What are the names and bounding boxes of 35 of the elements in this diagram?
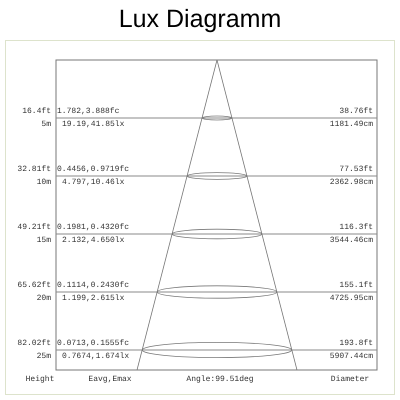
diameter-cm: 2362.98cm <box>330 178 373 188</box>
height-m: 20m <box>36 294 51 304</box>
diameter-ft: 116.3ft <box>339 223 373 233</box>
illuminance-fc: 1.782,3.888fc <box>57 107 120 117</box>
height-m: 15m <box>36 236 51 246</box>
illuminance-lx: 4.797,10.46lx <box>62 178 124 188</box>
illuminance-lx: 0.7674,1.674lx <box>62 352 130 362</box>
illuminance-lx: 19.19,41.85lx <box>62 120 124 130</box>
diameter-cm: 4725.95cm <box>330 294 373 304</box>
illuminance-fc: 0.0713,0.1555fc <box>57 339 130 349</box>
illuminance-fc: 0.1981,0.4320fc <box>57 223 130 233</box>
column-heading: Height <box>24 375 56 385</box>
illuminance-lx: 1.199,2.615lx <box>62 294 124 304</box>
height-ft: 49.21ft <box>17 223 51 233</box>
height-m: 25m <box>36 352 51 362</box>
illuminance-lx: 2.132,4.650lx <box>62 236 124 246</box>
column-heading: Eavg,Emax <box>87 375 133 385</box>
diameter-ft: 193.8ft <box>339 339 373 349</box>
diameter-cm: 3544.46cm <box>330 236 373 246</box>
title: Lux Diagramm <box>118 4 282 35</box>
illuminance-fc: 0.4456,0.9719fc <box>57 165 130 175</box>
diameter-ft: 38.76ft <box>339 107 373 117</box>
diameter-ft: 77.53ft <box>339 165 373 175</box>
height-m: 5m <box>41 120 51 130</box>
diameter-cm: 5907.44cm <box>330 352 373 362</box>
diameter-ft: 155.1ft <box>339 281 373 291</box>
illuminance-fc: 0.1114,0.2430fc <box>57 281 130 291</box>
height-ft: 65.62ft <box>17 281 51 291</box>
height-ft: 82.02ft <box>17 339 51 349</box>
height-m: 10m <box>36 178 51 188</box>
height-ft: 32.81ft <box>17 165 51 175</box>
height-ft: 16.4ft <box>22 107 51 117</box>
column-heading: Angle:99.51deg <box>185 375 255 385</box>
column-heading: Diameter <box>330 375 370 385</box>
diameter-cm: 1181.49cm <box>330 120 373 130</box>
